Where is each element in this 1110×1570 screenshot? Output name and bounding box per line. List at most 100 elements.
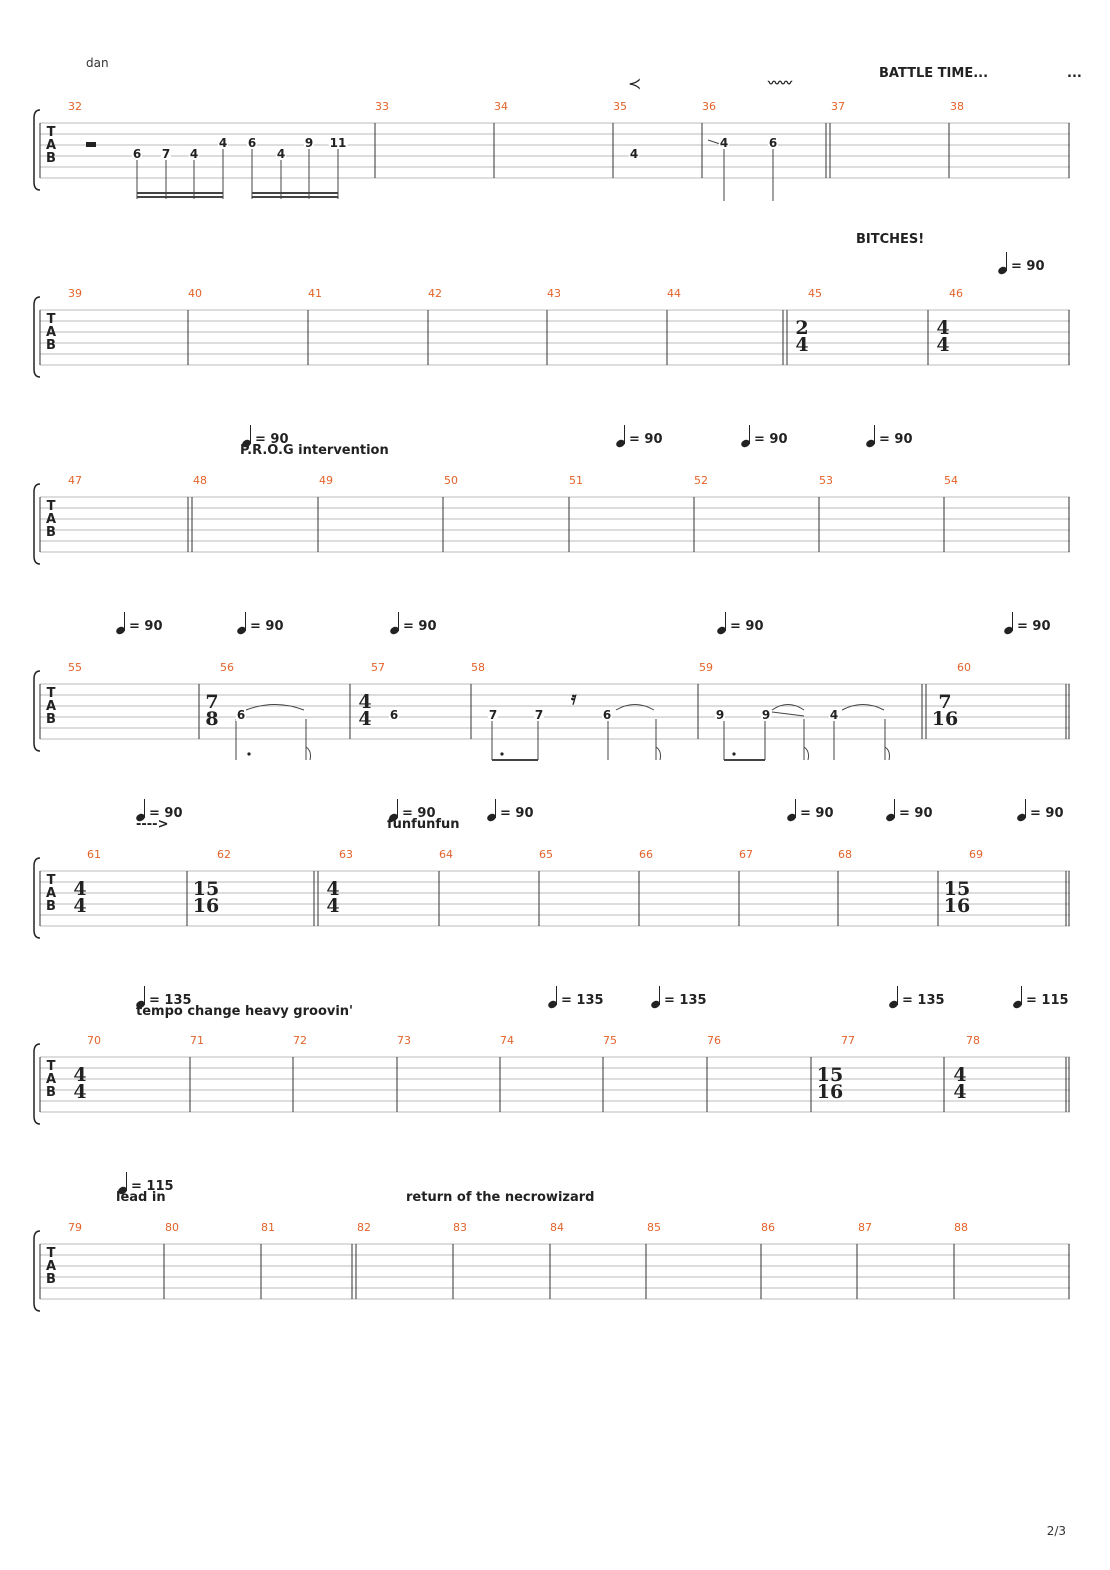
bar-number: 35 (613, 100, 627, 113)
bar-number: 48 (193, 474, 207, 487)
fret-number: 9 (303, 136, 315, 150)
bar-number: 52 (694, 474, 708, 487)
bar-number: 56 (220, 661, 234, 674)
quarter-note-icon (1017, 799, 1027, 821)
fret-number: 4 (828, 708, 840, 722)
bar-number: 70 (87, 1034, 101, 1047)
bar-number: 55 (68, 661, 82, 674)
bar-number: 74 (500, 1034, 514, 1047)
fret-number: 6 (246, 136, 258, 150)
bar-number: 45 (808, 287, 822, 300)
quarter-note-icon (136, 799, 146, 821)
bar-number: 60 (957, 661, 971, 674)
quarter-note-icon (886, 799, 896, 821)
tempo-marking: = 90 (116, 612, 163, 634)
bitches-text: BITCHES! (856, 232, 925, 247)
fret-number: 4 (217, 136, 229, 150)
bar-number: 57 (371, 661, 385, 674)
fret-number: 11 (328, 136, 348, 150)
tempo-marking: = 90 (242, 425, 289, 447)
bar-number: 66 (639, 848, 653, 861)
quarter-note-icon (487, 799, 497, 821)
quarter-note-icon (390, 612, 400, 634)
quarter-note-icon (616, 425, 626, 447)
fret-number: 6 (767, 136, 779, 150)
tempo-marking: = 135 (548, 986, 604, 1008)
bar-number: 79 (68, 1221, 82, 1234)
fret-number: 7 (487, 708, 499, 722)
staff-3-lines (33, 483, 1070, 565)
prog-intervention-text: P.R.O.G intervention (240, 443, 389, 458)
staff-6-lines (33, 1043, 1070, 1125)
fret-number: 4 (718, 136, 730, 150)
bar-number: 50 (444, 474, 458, 487)
tempo-marking: = 90 (998, 252, 1045, 274)
tempo-marking: = 90 (1017, 799, 1064, 821)
bar-number: 43 (547, 287, 561, 300)
bar-number: 40 (188, 287, 202, 300)
bar-number: 76 (707, 1034, 721, 1047)
tempo-marking: = 90 (1004, 612, 1051, 634)
bar-number: 84 (550, 1221, 564, 1234)
tempo-marking: = 90 (717, 612, 764, 634)
tempo-change-text: tempo change heavy groovin' (136, 1004, 354, 1019)
staff-2-lines (33, 296, 1070, 378)
tempo-marking: = 90 (136, 799, 183, 821)
tempo-marking: = 90 (741, 425, 788, 447)
fret-number: 4 (275, 147, 287, 161)
bar-number: 34 (494, 100, 508, 113)
fret-number: 6 (131, 147, 143, 161)
arrow-text: ----> (136, 817, 169, 832)
ellipsis-text: ... (1067, 66, 1082, 81)
bar-number: 71 (190, 1034, 204, 1047)
bar-number: 65 (539, 848, 553, 861)
tempo-marking: = 90 (787, 799, 834, 821)
bar-number: 42 (428, 287, 442, 300)
fret-number: 6 (388, 708, 400, 722)
quarter-note-icon (548, 986, 558, 1008)
staff-7-lines (33, 1230, 1070, 1312)
bar-number: 83 (453, 1221, 467, 1234)
page-number: 2/3 (1046, 1524, 1066, 1538)
bar-number: 33 (375, 100, 389, 113)
crescendo-hairpin: ≺ (628, 74, 642, 93)
bar-number: 58 (471, 661, 485, 674)
fret-number: 9 (760, 708, 772, 722)
bar-number: 72 (293, 1034, 307, 1047)
staff-5-lines (33, 857, 1070, 939)
lead-in-text: lead in (116, 1190, 166, 1205)
fret-number: 7 (533, 708, 545, 722)
bar-number: 46 (949, 287, 963, 300)
staff-4-lines (33, 670, 1070, 761)
tempo-marking: = 135 (889, 986, 945, 1008)
quarter-note-icon (866, 425, 876, 447)
tempo-marking: = 135 (136, 986, 192, 1008)
bar-number: 39 (68, 287, 82, 300)
bar-number: 69 (969, 848, 983, 861)
quarter-note-icon (116, 612, 126, 634)
bar-number: 32 (68, 100, 82, 113)
bar-number: 59 (699, 661, 713, 674)
bar-number: 68 (838, 848, 852, 861)
quarter-note-icon (389, 799, 399, 821)
bar-number: 51 (569, 474, 583, 487)
bar-number: 61 (87, 848, 101, 861)
quarter-note-icon (717, 612, 727, 634)
bar-number: 36 (702, 100, 716, 113)
